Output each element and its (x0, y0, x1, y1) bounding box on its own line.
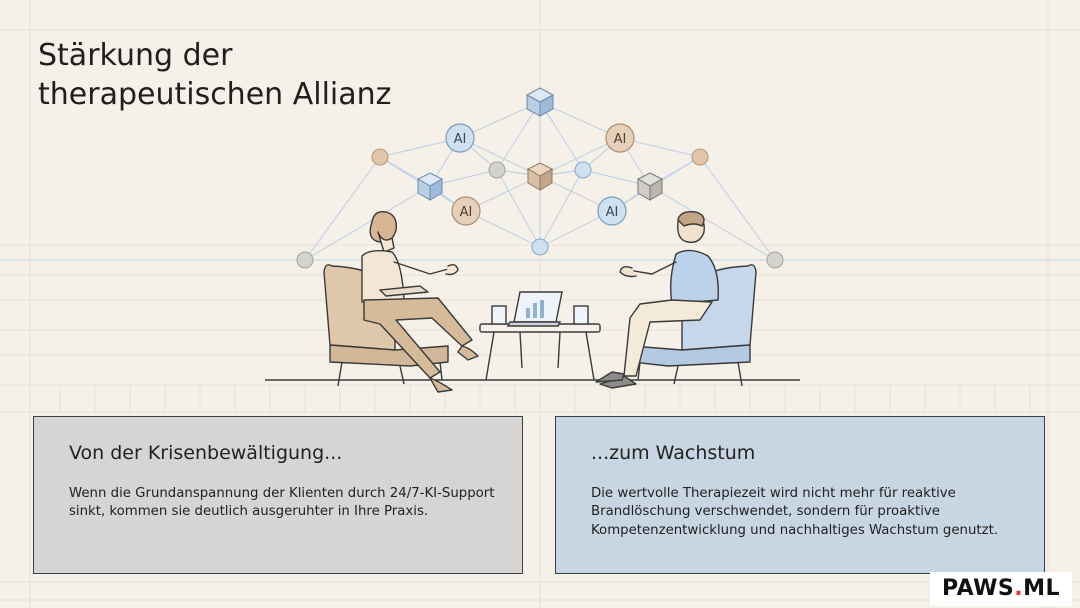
brand-suffix: ML (1023, 576, 1061, 601)
network-nodes: AI AI AI AI (296, 87, 784, 269)
brand-dot: . (1014, 576, 1024, 601)
cube-icon (416, 172, 444, 201)
card-body: Die wertvolle Therapiezeit wird nicht me… (591, 486, 999, 538)
svg-text:AI: AI (460, 205, 473, 220)
node-gray (488, 161, 506, 179)
title-line-2: therapeutischen Allianz (38, 77, 392, 112)
person-therapist (361, 211, 479, 393)
ai-node: AI (605, 123, 635, 153)
ai-node: AI (451, 196, 481, 226)
crisis-card: Von der Krisenbewältigung... Wenn die Gr… (33, 416, 523, 574)
brand-logo: PAWS.ML (930, 572, 1072, 606)
cube-icon (525, 87, 555, 117)
node-blue (531, 238, 549, 256)
card-body: Wenn die Grundanspannung der Klienten du… (69, 486, 495, 520)
svg-text:AI: AI (614, 132, 627, 147)
svg-text:AI: AI (454, 132, 467, 147)
growth-card: ...zum Wachstum Die wertvolle Therapieze… (555, 416, 1045, 574)
cube-icon (636, 172, 664, 201)
ai-node: AI (445, 123, 475, 153)
title-line-1: Stärkung der (38, 38, 233, 73)
node-blue (574, 161, 592, 179)
card-heading: Von der Krisenbewältigung... (69, 442, 343, 464)
person-client (595, 210, 719, 389)
cube-icon (526, 162, 554, 191)
node-beige (371, 148, 389, 166)
node-beige (691, 148, 709, 166)
ai-node: AI (597, 196, 627, 226)
svg-text:AI: AI (606, 205, 619, 220)
card-heading: ...zum Wachstum (591, 442, 756, 464)
node-gray (766, 251, 784, 269)
brand-name: PAWS (941, 576, 1015, 601)
laptop-icon (506, 291, 563, 327)
slide-title: Stärkung der therapeutischen Allianz (38, 36, 391, 114)
node-gray (296, 251, 314, 269)
